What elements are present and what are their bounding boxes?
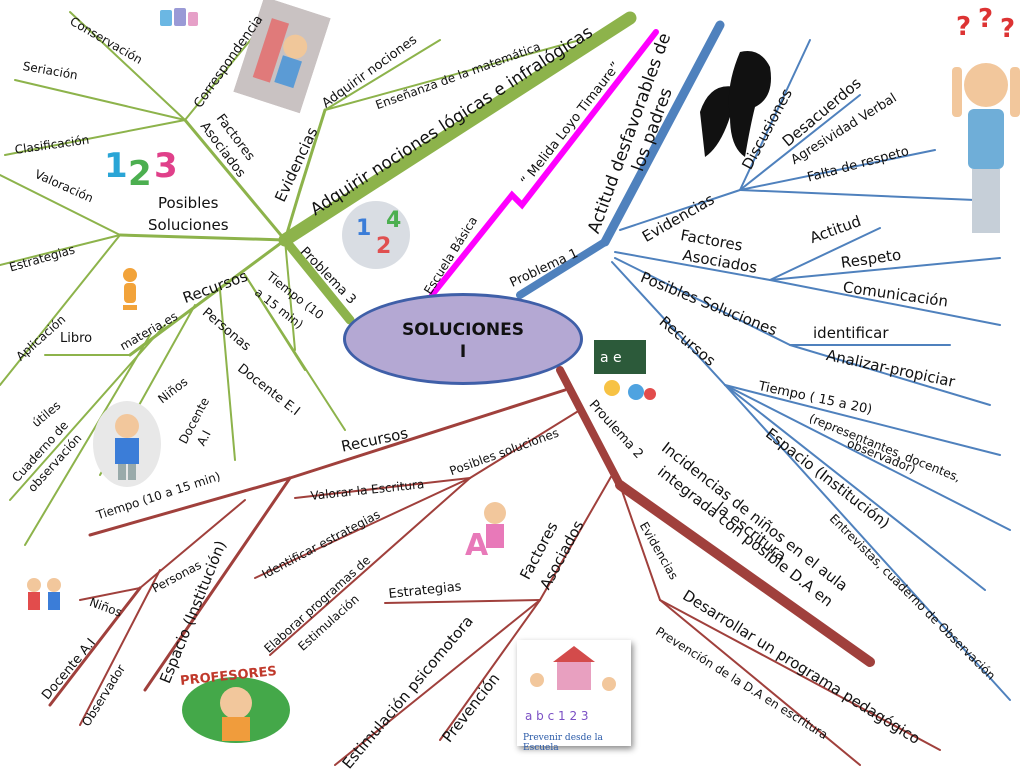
question-figure-picture (115, 265, 145, 315)
learning-child-picture (233, 0, 331, 114)
boy-picture (92, 400, 162, 488)
svg-text:4: 4 (386, 208, 401, 233)
profesores-picture: PROFESORES (172, 655, 300, 745)
central-node-subtitle: I (459, 342, 467, 362)
branch-problema-1 (516, 20, 1011, 701)
svg-text:1: 1 (104, 146, 128, 186)
math-kid-picture: 1 2 4 (338, 195, 414, 275)
central-node (343, 293, 583, 385)
silhouettes-picture (690, 42, 775, 160)
svg-text:2: 2 (376, 234, 391, 259)
numbers-123-picture: 1 2 3 (102, 143, 186, 194)
girl-letters-picture: A (465, 495, 515, 575)
branch-problema-2 (48, 366, 941, 766)
svg-text:3: 3 (154, 146, 178, 186)
problema-3-posibles: Posibles (158, 194, 219, 212)
svg-text:2: 2 (128, 154, 152, 189)
numbers-toy-picture (158, 6, 200, 32)
two-kids-picture (20, 575, 68, 627)
svg-text:?: ? (978, 5, 993, 34)
problema-1-identificar: identificar (813, 324, 889, 342)
prevenir-label: Prevenir desde la Escuela (523, 733, 603, 753)
problema-3-soluciones: Soluciones (148, 216, 229, 234)
svg-text:a e: a e (600, 350, 622, 366)
svg-text:?: ? (1000, 14, 1015, 44)
svg-text:a b c 1 2 3: a b c 1 2 3 (525, 709, 589, 723)
prevenir-picture: a b c 1 2 3 Prevenir desde la Escuela (517, 640, 631, 753)
central-node-title: SOLUCIONES (401, 320, 525, 340)
problema-3-libro: Libro (60, 331, 93, 346)
blackboard-kids-picture: a e (592, 338, 662, 408)
confused-person-picture: ? ? ? (950, 4, 1022, 240)
svg-text:A: A (465, 528, 489, 563)
branch-escuela (429, 29, 659, 298)
svg-text:1: 1 (356, 216, 371, 241)
svg-text:?: ? (956, 12, 971, 42)
